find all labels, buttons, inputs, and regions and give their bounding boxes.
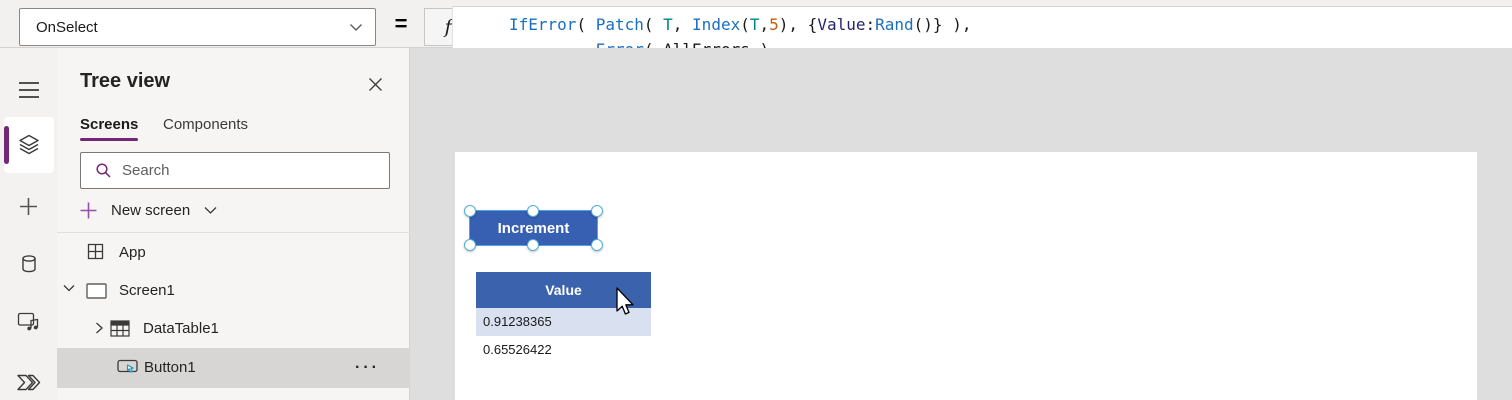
hamburger-menu-button[interactable] [0,70,57,110]
tree-item-button1[interactable]: Button1 ··· [57,348,410,388]
data-table-cell: 0.65526422 [483,342,552,357]
selection-handle-bottom-center[interactable] [527,239,539,251]
plus-icon [80,202,97,218]
tree-item-label: App [119,244,146,261]
selection-handle-top-center[interactable] [527,205,539,217]
screen-icon [86,283,107,299]
tree-view-title: Tree view [80,70,171,92]
equals-sign: = [394,11,408,36]
data-table-row[interactable]: 0.91238365 [476,308,651,336]
hamburger-menu-icon [18,82,39,98]
tree-item-screen1[interactable]: Screen1 [57,272,410,309]
tree-item-label: Button1 [144,359,196,376]
chevron-right-icon[interactable] [95,322,104,334]
plus-icon [20,197,37,215]
item-overflow-menu-button[interactable]: ··· [355,359,380,376]
code-line: IfError( Patch( T, Index(T,5), {Value:Ra… [509,15,972,34]
rail-item-insert[interactable] [0,186,57,226]
data-table-icon [110,320,130,337]
tree-view-panel: Tree view Screens Components New screen [57,48,410,400]
close-icon [368,77,382,91]
chevron-down-icon [350,23,362,31]
tree-item-app[interactable]: App [57,234,410,271]
rail-item-tree-view[interactable] [4,117,54,173]
property-selector-dropdown[interactable]: OnSelect [19,8,376,46]
new-screen-label: New screen [111,201,191,219]
left-navigation-rail [0,48,57,400]
power-automate-icon [17,374,41,390]
selection-handle-bottom-right[interactable] [591,239,603,251]
canvas-background: Increment Value 0.91238365 0.65526422 [410,48,1512,400]
media-icon [17,312,39,330]
close-panel-button[interactable] [365,74,385,94]
divider [57,232,410,233]
selection-handle-bottom-left[interactable] [464,239,476,251]
new-screen-button[interactable]: New screen [80,196,217,224]
search-icon [96,163,111,178]
rail-item-power-automate[interactable] [0,362,57,400]
active-tab-underline [80,138,138,141]
screen-canvas[interactable]: Increment Value 0.91238365 0.65526422 [455,152,1477,400]
tree-search-box[interactable] [80,152,390,189]
data-table-header-label: Value [545,282,582,298]
data-table-row[interactable]: 0.65526422 [476,336,651,364]
chevron-down-icon [204,206,217,214]
tree-item-datatable1[interactable]: DataTable1 [57,310,410,347]
data-table-control[interactable]: Value 0.91238365 0.65526422 [476,272,651,364]
tree-item-label: DataTable1 [143,320,219,337]
selection-handle-top-right[interactable] [591,205,603,217]
rail-item-media[interactable] [0,301,57,341]
search-input[interactable] [122,162,379,179]
property-bar: OnSelect = fx [0,0,500,48]
button-control-icon [117,359,138,373]
chevron-down-icon[interactable] [63,284,75,293]
data-table-cell: 0.91238365 [483,314,552,329]
tree-view-layers-icon [19,134,39,155]
property-selector-value: OnSelect [36,18,98,36]
increment-button[interactable]: Increment [470,211,597,245]
increment-button-label: Increment [497,219,570,237]
rail-item-data[interactable] [0,244,57,284]
mouse-cursor-icon [616,287,634,315]
tab-components[interactable]: Components [163,116,249,133]
selection-handle-top-left[interactable] [464,205,476,217]
app-icon [87,243,104,260]
tab-screens[interactable]: Screens [80,116,139,133]
database-icon [21,255,36,273]
tree-item-label: Screen1 [119,282,175,299]
